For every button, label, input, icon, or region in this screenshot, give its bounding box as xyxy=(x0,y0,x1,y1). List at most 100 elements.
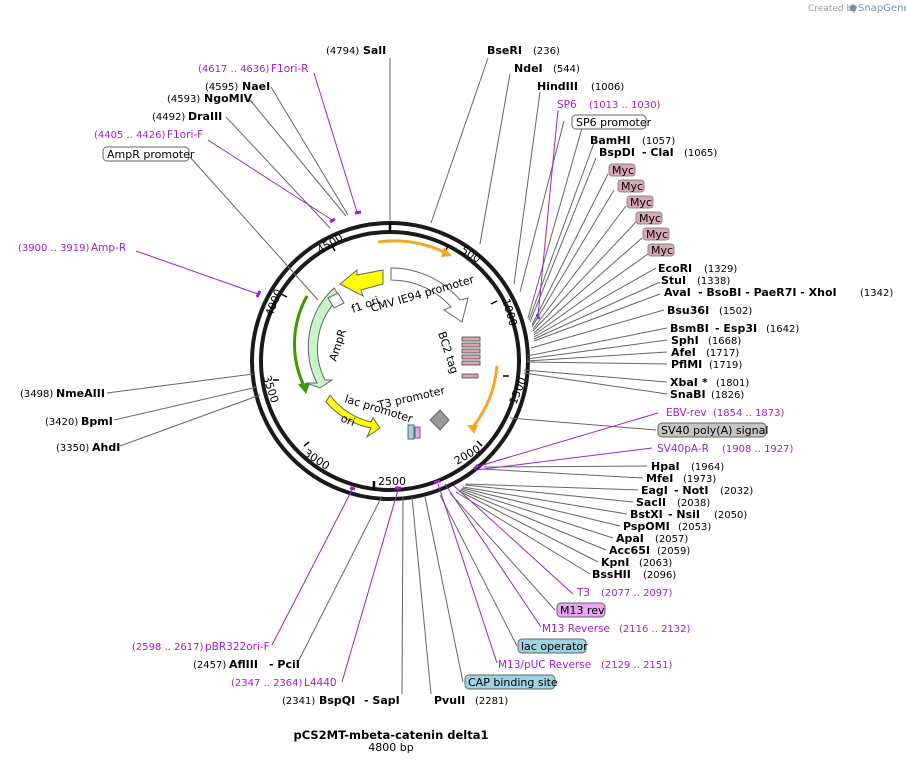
box-cap-binding-site[interactable]: CAP binding site xyxy=(464,674,558,690)
box-myc-4[interactable]: Myc xyxy=(635,211,663,225)
svg-text:NdeI: NdeI xyxy=(514,62,543,75)
enzyme-acc65i[interactable]: Acc65I(2059) xyxy=(609,544,690,557)
svg-text:Myc: Myc xyxy=(646,228,668,241)
enzyme-pflmi[interactable]: PflMI(1719) xyxy=(671,358,742,371)
box-sp6-promoter[interactable]: SP6 promoter xyxy=(571,114,652,130)
enzyme-bseri[interactable]: BseRI (236) xyxy=(487,44,560,57)
svg-text:F1ori-F: F1ori-F xyxy=(167,129,203,141)
leader-lines xyxy=(106,57,668,695)
enzyme-bspdi[interactable]: BspDI- ClaI(1065) xyxy=(599,146,717,159)
box-m13-rev-bg xyxy=(556,602,606,618)
primer-leader-lines xyxy=(135,72,659,683)
enzyme-nmeaiii[interactable]: (3498)NmeAIII xyxy=(20,387,105,400)
svg-text:- NotI: - NotI xyxy=(674,484,709,497)
svg-text:(3900 .. 3919): (3900 .. 3919) xyxy=(18,243,90,254)
box-sv40-polya[interactable]: SV40 poly(A) signal xyxy=(657,422,768,438)
primer-m13-puc-reverse[interactable]: M13/pUC Reverse(2129 .. 2151) xyxy=(498,659,673,671)
svg-text:BstXI: BstXI xyxy=(630,508,663,521)
svg-text:BseRI: BseRI xyxy=(487,44,522,57)
plasmid-length: 4800 bp xyxy=(368,741,413,754)
svg-text:- Esp3I: - Esp3I xyxy=(715,322,757,335)
enzyme-stui[interactable]: StuI(1338) xyxy=(661,274,730,287)
svg-text:(2050): (2050) xyxy=(714,510,747,521)
box-myc-5[interactable]: Myc xyxy=(642,227,670,241)
svg-text:(4617 .. 4636): (4617 .. 4636) xyxy=(198,64,270,75)
primer-amp-r[interactable]: (3900 .. 3919)Amp-R xyxy=(18,242,126,254)
enzyme-bsu36i[interactable]: Bsu36I(1502) xyxy=(667,304,752,317)
svg-text:(1642): (1642) xyxy=(766,324,799,335)
enzyme-bpmi[interactable]: (3420)BpmI xyxy=(45,415,113,428)
svg-text:StuI: StuI xyxy=(661,274,686,287)
box-myc-3[interactable]: Myc xyxy=(626,195,654,209)
enzyme-afliii[interactable]: (2457)AflIII- PciI xyxy=(193,658,300,671)
box-myc-2[interactable]: Myc xyxy=(617,179,645,193)
svg-text:(2281): (2281) xyxy=(475,696,508,707)
svg-text:EBV-rev: EBV-rev xyxy=(666,407,707,419)
enzyme-kpni[interactable]: KpnI(2063) xyxy=(601,556,672,569)
tick-label: 4000 xyxy=(263,287,286,318)
enzyme-afei[interactable]: AfeI(1717) xyxy=(671,346,739,359)
svg-text:SV40pA-R: SV40pA-R xyxy=(657,443,709,455)
primer-ebv-rev[interactable]: EBV-rev(1854 .. 1873) xyxy=(666,407,785,419)
primer-t3[interactable]: T3(2077 .. 2097) xyxy=(576,587,673,599)
svg-text:(1013 .. 1030): (1013 .. 1030) xyxy=(589,100,661,111)
enzyme-bsmbi[interactable]: BsmBI- Esp3I(1642) xyxy=(670,322,799,335)
svg-text:(1719): (1719) xyxy=(709,360,742,371)
box-myc-1[interactable]: Myc xyxy=(608,163,636,177)
primer-f1ori-r[interactable]: (4617 .. 4636)F1ori-R xyxy=(198,63,308,75)
svg-text:lac operator: lac operator xyxy=(521,640,588,653)
enzyme-sacii[interactable]: SacII(2038) xyxy=(636,496,710,509)
enzyme-eagi[interactable]: EagI- NotI(2032) xyxy=(641,484,753,497)
box-myc-6[interactable]: Myc xyxy=(647,243,675,257)
enzyme-bspqi[interactable]: (2341)BspQI- SapI xyxy=(282,694,400,707)
svg-text:SP6: SP6 xyxy=(557,99,577,111)
svg-text:(3498): (3498) xyxy=(20,389,53,400)
enzyme-hindiii[interactable]: HindIII(1006) xyxy=(537,80,624,93)
backbone-ring xyxy=(250,221,530,501)
enzyme-naei[interactable]: (4595) NaeI xyxy=(205,80,270,93)
box-lac-operator[interactable]: lac operator xyxy=(517,638,588,654)
box-lac-operator-bg xyxy=(517,638,587,654)
primer-m13-reverse[interactable]: M13 Reverse(2116 .. 2132) xyxy=(542,623,691,635)
primer-sp6[interactable]: SP6 (1013 .. 1030) xyxy=(557,99,661,111)
box-sp6-promoter-bg xyxy=(571,114,647,130)
enzyme-draiii[interactable]: (4492)DraIII xyxy=(152,110,222,123)
svg-text:(4595): (4595) xyxy=(205,82,238,93)
primer-f1ori-f[interactable]: (4405 .. 4426)F1ori-F xyxy=(94,129,203,141)
enzyme-apai[interactable]: ApaI(2057) xyxy=(616,532,688,545)
svg-text:(1342): (1342) xyxy=(860,288,893,299)
box-ampr-promoter[interactable]: AmpR promoter xyxy=(102,146,195,162)
svg-text:Myc: Myc xyxy=(612,164,634,177)
enzyme-pspomi[interactable]: PspOMI(2053) xyxy=(623,520,711,533)
enzyme-hpai[interactable]: HpaI(1964) xyxy=(651,460,724,473)
enzyme-pvuii[interactable]: PvuII(2281) xyxy=(434,694,508,707)
enzyme-snabi[interactable]: SnaBI(1826) xyxy=(670,388,744,401)
enzyme-ecori[interactable]: EcoRI(1329) xyxy=(658,262,737,275)
svg-text:(1006): (1006) xyxy=(591,82,624,93)
box-m13-rev[interactable]: M13 rev xyxy=(556,602,606,618)
enzyme-bsshii[interactable]: BssHII(2096) xyxy=(592,568,676,581)
feature-arcs: f1 ori CMV IE94 promoter BC2 tag AmpR or… xyxy=(293,239,499,440)
svg-text:(236): (236) xyxy=(533,46,560,57)
primer-sv40pa-r[interactable]: SV40pA-R(1908 .. 1927) xyxy=(657,443,794,455)
enzyme-sphi[interactable]: SphI(1668) xyxy=(671,334,741,347)
enzyme-mfei[interactable]: MfeI(1973) xyxy=(646,472,716,485)
enzyme-ahdi[interactable]: (3350)AhdI xyxy=(56,441,120,454)
svg-text:M13/pUC Reverse: M13/pUC Reverse xyxy=(498,659,591,671)
svg-text:NaeI: NaeI xyxy=(242,80,270,93)
enzyme-avai[interactable]: AvaI- BsoBI - PaeR7I - XhoI(1342) xyxy=(664,286,893,299)
box-cap-binding-site-bg xyxy=(464,674,556,690)
enzyme-xbai[interactable]: XbaI*(1801) xyxy=(670,376,749,389)
svg-text:SacII: SacII xyxy=(636,496,666,509)
enzyme-bstxi[interactable]: BstXI- NsiI(2050) xyxy=(630,508,747,521)
enzyme-bamhi[interactable]: BamHI(1057) xyxy=(590,134,675,147)
enzyme-sali[interactable]: (4794)SalI xyxy=(326,44,386,57)
primer-l4440[interactable]: (2347 .. 2364)L4440 xyxy=(231,677,337,689)
enzyme-ngomiv[interactable]: (4593)NgoMIV xyxy=(167,92,253,105)
svg-text:AhdI: AhdI xyxy=(92,441,120,454)
svg-text:pBR322ori-F: pBR322ori-F xyxy=(205,641,270,653)
primer-pbr322ori-f[interactable]: (2598 .. 2617)pBR322ori-F xyxy=(132,641,270,653)
enzyme-ndei[interactable]: NdeI(544) xyxy=(514,62,580,75)
